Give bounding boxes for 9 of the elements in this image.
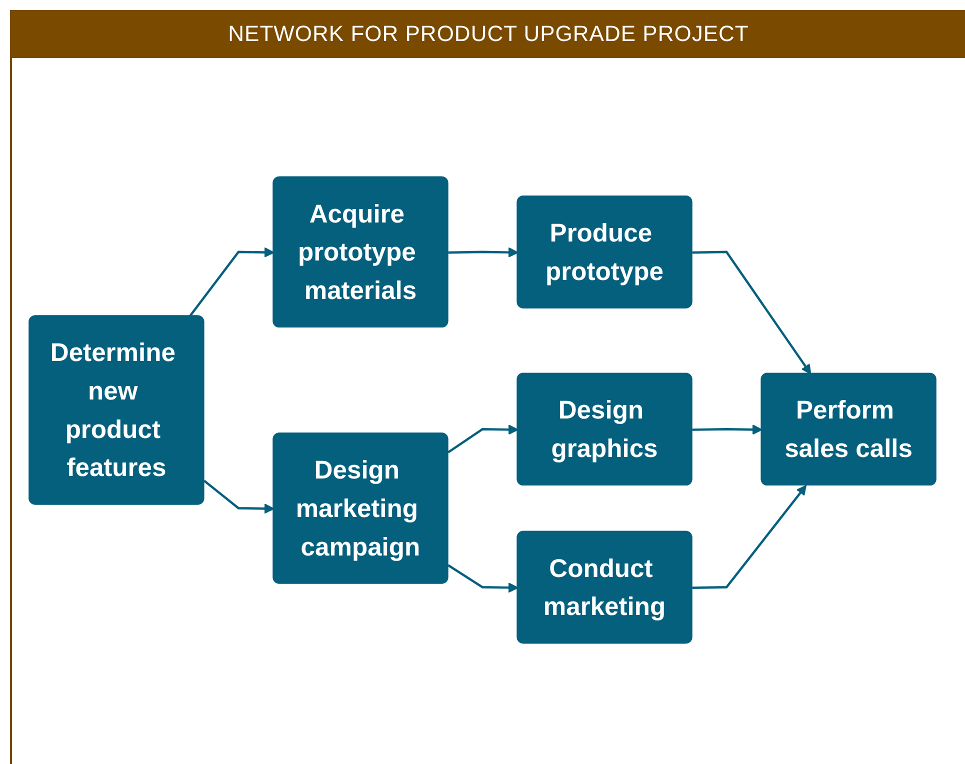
- arrow: [692, 250, 812, 374]
- title-banner: NETWORK FOR PRODUCT UPGRADE PROJECT: [12, 10, 965, 58]
- arrow: [692, 485, 807, 589]
- arrow: [692, 424, 762, 435]
- arrow: [203, 480, 274, 514]
- arrow: [188, 247, 274, 318]
- arrow: [448, 424, 518, 454]
- arrow: [448, 247, 518, 258]
- arrow: [448, 564, 518, 593]
